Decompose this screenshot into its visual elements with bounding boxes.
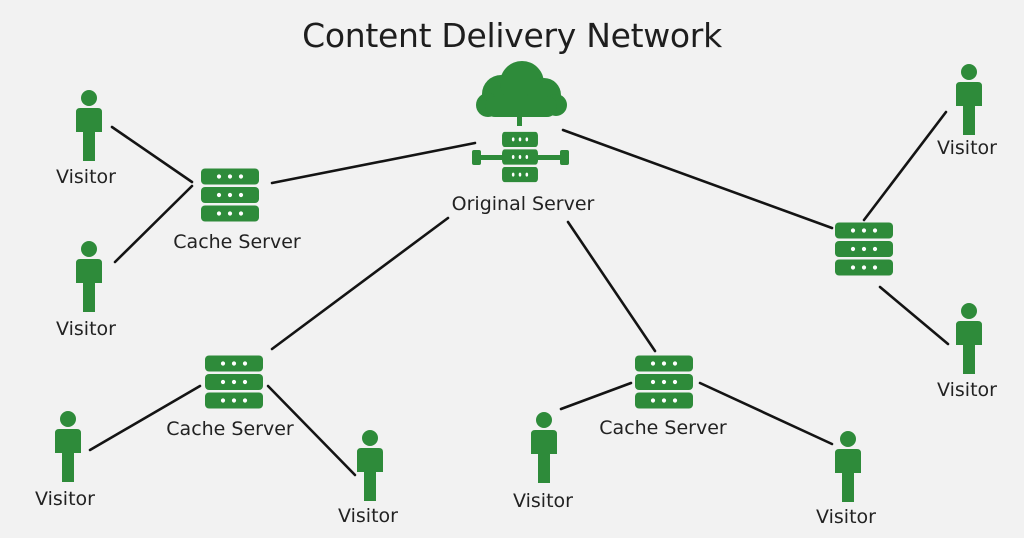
person-icon bbox=[956, 64, 982, 135]
server-rack-icon bbox=[835, 222, 893, 276]
visitor-label: Visitor bbox=[35, 488, 95, 510]
cloud-server-icon bbox=[472, 61, 569, 183]
edge-origin-cache-bottom-left bbox=[270, 216, 450, 351]
edge-cache-right-visitor-8 bbox=[878, 285, 950, 346]
server-rack-icon bbox=[205, 355, 263, 409]
edge-origin-cache-right bbox=[561, 128, 834, 230]
person-icon bbox=[357, 430, 383, 501]
visitor-label: Visitor bbox=[56, 318, 116, 340]
diagram-title: Content Delivery Network bbox=[302, 16, 722, 55]
edge-cache-right-visitor-7 bbox=[862, 110, 948, 222]
person-icon bbox=[76, 90, 102, 161]
edge-cache-bottom-left-visitor-4 bbox=[266, 384, 357, 477]
visitor-label: Visitor bbox=[56, 166, 116, 188]
cache-server-label: Cache Server bbox=[173, 231, 301, 253]
person-icon bbox=[835, 431, 861, 502]
visitor-label: Visitor bbox=[513, 490, 573, 512]
visitor-label: Visitor bbox=[816, 506, 876, 528]
visitor-label: Visitor bbox=[937, 379, 997, 401]
visitor-label: Visitor bbox=[338, 505, 398, 527]
edge-origin-cache-bottom-right bbox=[566, 220, 657, 353]
edge-cache-left-visitor-1 bbox=[110, 125, 194, 184]
person-icon bbox=[531, 412, 557, 483]
original-server-label: Original Server bbox=[451, 193, 595, 215]
edge-cache-left-visitor-2 bbox=[113, 184, 194, 264]
edge-cache-bottom-left-visitor-3 bbox=[88, 384, 202, 452]
cache-server-label: Cache Server bbox=[166, 418, 294, 440]
cache-server-label: Cache Server bbox=[599, 417, 727, 439]
person-icon bbox=[76, 241, 102, 312]
edge-origin-cache-left bbox=[270, 141, 477, 185]
person-icon bbox=[956, 303, 982, 374]
edge-cache-bottom-right-visitor-5 bbox=[559, 381, 633, 411]
server-rack-icon bbox=[201, 168, 259, 222]
person-icon bbox=[55, 411, 81, 482]
edge-cache-bottom-right-visitor-6 bbox=[698, 381, 834, 446]
visitor-label: Visitor bbox=[937, 137, 997, 159]
server-rack-icon bbox=[635, 355, 693, 409]
